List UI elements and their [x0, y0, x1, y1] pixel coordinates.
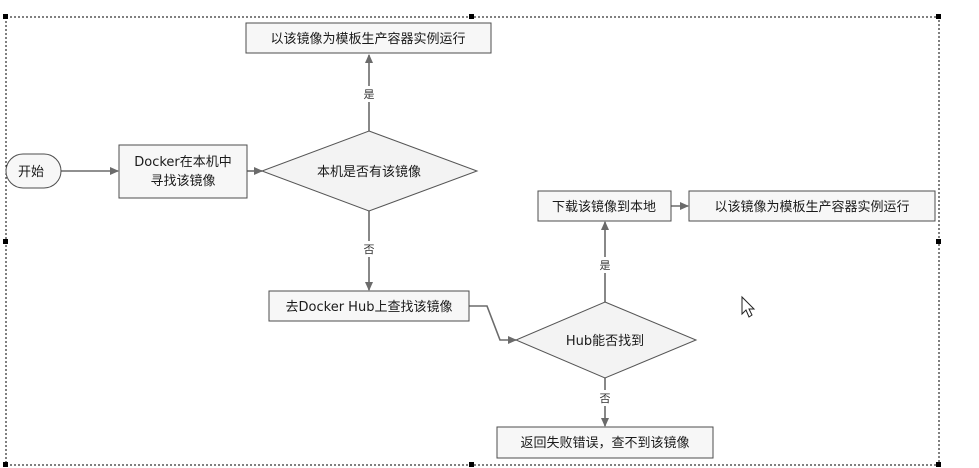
node-run-top[interactable]: 以该镜像为模板生产容器实例运行 — [245, 22, 492, 54]
edge-labels: 是 否 是 否 — [360, 86, 614, 406]
edge-label-yes-top: 是 — [364, 88, 375, 101]
node-local-exists-decision[interactable]: 本机是否有该镜像 — [260, 130, 479, 212]
node-search-local-line1: Docker在本机中 — [134, 155, 232, 170]
node-fail-label: 返回失败错误，查不到该镜像 — [520, 436, 689, 451]
edge-label-yes-right: 是 — [600, 259, 611, 272]
node-download-label: 下载该镜像到本地 — [552, 200, 656, 215]
node-run-right-label: 以该镜像为模板生产容器实例运行 — [714, 199, 909, 215]
node-hub-found-decision[interactable]: Hub能否找到 — [514, 301, 698, 379]
node-run-right[interactable]: 以该镜像为模板生产容器实例运行 — [688, 190, 936, 222]
node-fail[interactable]: 返回失败错误，查不到该镜像 — [496, 426, 714, 459]
node-search-hub-label: 去Docker Hub上查找该镜像 — [286, 300, 453, 315]
node-search-local-line2: 寻找该镜像 — [150, 174, 215, 189]
node-search-hub[interactable]: 去Docker Hub上查找该镜像 — [268, 290, 470, 322]
selection-frame[interactable] — [3, 14, 941, 467]
node-hub-found-label: Hub能否找到 — [566, 334, 644, 349]
node-local-exists-label: 本机是否有该镜像 — [317, 165, 421, 180]
node-download[interactable]: 下载该镜像到本地 — [537, 190, 672, 222]
edge-search-hub-to-hub-decision[interactable] — [469, 305, 517, 344]
node-start-label: 开始 — [18, 165, 44, 180]
node-run-top-label: 以该镜像为模板生产容器实例运行 — [270, 31, 465, 47]
node-search-local[interactable]: Docker在本机中 寻找该镜像 — [118, 144, 248, 199]
edge-label-no-bottom: 否 — [600, 392, 611, 405]
node-start[interactable]: 开始 — [5, 153, 62, 189]
edge-label-no-left: 否 — [364, 243, 375, 256]
mouse-cursor-icon — [741, 295, 756, 318]
